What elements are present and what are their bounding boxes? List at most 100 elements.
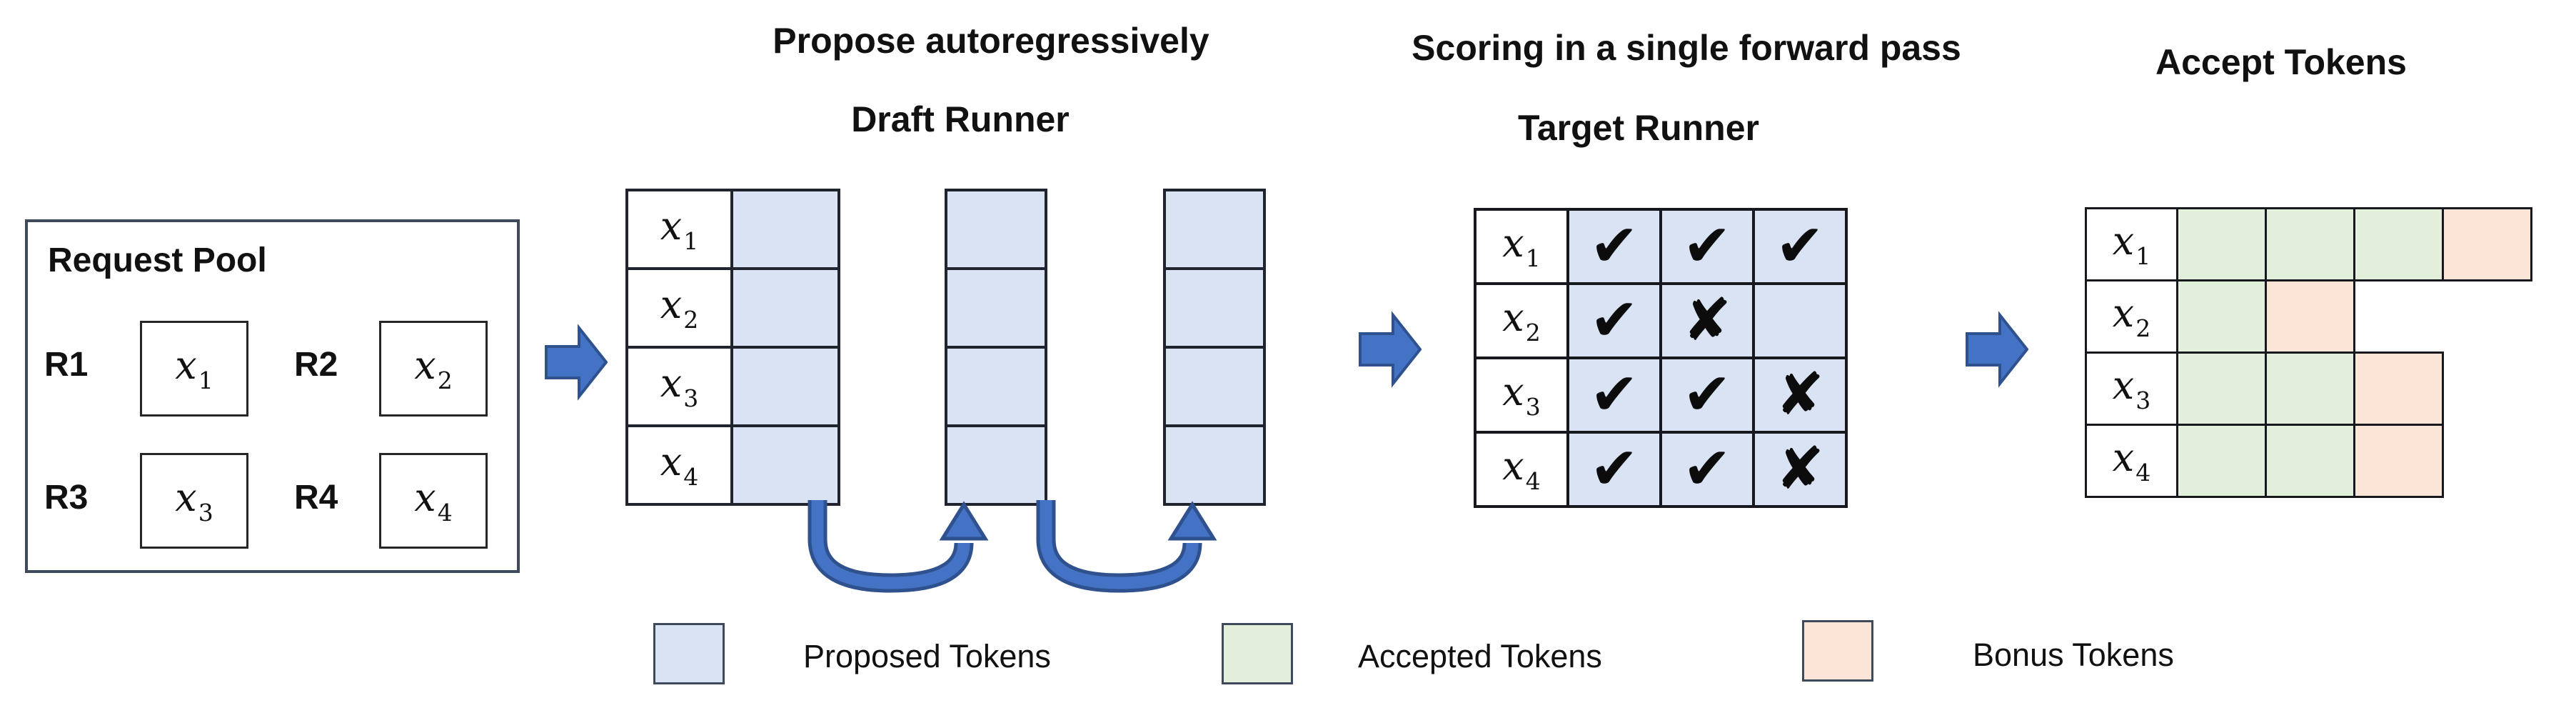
draft-step-table-3: [1163, 189, 1266, 506]
accept-tokens-title: Accept Tokens: [2155, 42, 2407, 82]
request-pool-title: Request Pool: [48, 241, 267, 279]
block-arrow-right-icon: [1359, 311, 1422, 388]
draft-caption: Propose autoregressively: [773, 21, 1209, 61]
request-id: R3: [44, 479, 89, 517]
token-label: x4: [414, 475, 453, 527]
prompt-token-box: x2: [379, 321, 488, 417]
accepted-token-cell: [2176, 279, 2267, 354]
accept-row: x3: [2085, 352, 2444, 426]
proposed-token-cell: [733, 427, 837, 503]
token-label: x3: [175, 475, 213, 527]
reject-cross-icon: ✘: [1662, 285, 1752, 357]
draft-row-label-cell: x4: [628, 427, 730, 503]
proposed-token-cell: [733, 349, 837, 424]
proposed-token-cell: [947, 270, 1045, 346]
target-runner-title: Target Runner: [1518, 108, 1759, 148]
flow-arrow-right-icon: [1359, 310, 1422, 392]
token-label: x4: [660, 439, 699, 491]
accepted-token-cell: [2265, 207, 2355, 281]
u-turn-up-arrow-icon: [785, 500, 992, 611]
accept-row-label-cell: x2: [2085, 279, 2178, 354]
proposed-token-cell: [1166, 191, 1263, 267]
proposed-token-cell: [947, 427, 1045, 503]
token-label: x1: [2112, 219, 2151, 270]
accepted-color-swatch: [1222, 623, 1293, 684]
token-label: x2: [1502, 295, 1541, 346]
accept-row-label-cell: x4: [2085, 424, 2178, 498]
bonus-token-cell: [2442, 207, 2532, 281]
target-row-label-cell: x2: [1476, 285, 1566, 357]
u-turn-up-arrow-icon: [1036, 500, 1217, 593]
block-arrow-right-icon: [545, 324, 608, 401]
accepted-token-cell: [2176, 352, 2267, 426]
target-row-label-cell: x4: [1476, 434, 1566, 505]
draft-runner-title: Draft Runner: [851, 99, 1070, 139]
accept-check-icon: ✔: [1569, 359, 1659, 431]
draft-step-table-2: [945, 189, 1047, 506]
target-row-label-cell: x3: [1476, 359, 1566, 431]
token-label: x3: [2112, 363, 2151, 414]
accepted-token-cell: [2353, 207, 2444, 281]
token-label: x1: [1502, 221, 1541, 272]
accept-check-icon: ✔: [1755, 211, 1845, 282]
accept-row-label-cell: x3: [2085, 352, 2178, 426]
accepted-token-cell: [2176, 424, 2267, 498]
accepted-token-cell: [2176, 207, 2267, 281]
token-label: x1: [660, 204, 699, 255]
proposed-token-cell: [733, 270, 837, 346]
u-turn-up-arrow-icon: [1014, 500, 1221, 611]
legend-label: Accepted Tokens: [1358, 638, 1602, 674]
accept-check-icon: ✔: [1662, 359, 1752, 431]
bonus-token-cell: [2265, 279, 2355, 354]
bonus-token-cell: [2353, 352, 2444, 426]
proposed-token-cell: [1166, 427, 1263, 503]
bonus-color-swatch: [1802, 620, 1873, 682]
accept-check-icon: ✔: [1569, 434, 1659, 505]
token-label: x1: [175, 343, 213, 394]
accept-check-icon: ✔: [1662, 434, 1752, 505]
token-label: x4: [2112, 435, 2151, 487]
proposed-token-cell: [1166, 349, 1263, 424]
reject-cross-icon: ✘: [1755, 434, 1845, 505]
prompt-token-box: x4: [379, 453, 488, 549]
token-label: x4: [1502, 444, 1541, 495]
draft-row-label-cell: x1: [628, 191, 730, 267]
token-label: x3: [660, 361, 699, 412]
u-turn-up-arrow-icon: [807, 500, 989, 593]
token-label: x2: [660, 282, 699, 334]
draft-row-label-cell: x3: [628, 349, 730, 424]
request-id: R2: [294, 346, 338, 384]
proposed-token-cell: [947, 349, 1045, 424]
draft-row-label-cell: x2: [628, 270, 730, 346]
request-id: R4: [294, 479, 338, 517]
bonus-token-cell: [2353, 424, 2444, 498]
target-row-label-cell: x1: [1476, 211, 1566, 282]
accepted-token-cell: [2265, 424, 2355, 498]
unscored-cell: [1755, 285, 1845, 357]
token-label: x3: [1502, 369, 1541, 421]
token-label: x2: [414, 343, 453, 394]
accepted-token-cell: [2265, 352, 2355, 426]
proposed-token-cell: [1166, 270, 1263, 346]
accept-check-icon: ✔: [1569, 211, 1659, 282]
proposed-color-swatch: [653, 623, 725, 684]
reject-cross-icon: ✘: [1755, 359, 1845, 431]
accept-check-icon: ✔: [1662, 211, 1752, 282]
request-id: R1: [44, 346, 89, 384]
target-runner-grid: x1✔✔✔x2✔✘x3✔✔✘x4✔✔✘: [1474, 208, 1848, 508]
accept-row-label-cell: x1: [2085, 207, 2178, 281]
prompt-token-box: x3: [140, 453, 248, 549]
token-label: x2: [2112, 291, 2151, 342]
proposed-token-cell: [947, 191, 1045, 267]
accept-check-icon: ✔: [1569, 285, 1659, 357]
accept-row: x4: [2085, 424, 2444, 498]
block-arrow-right-icon: [1966, 311, 2029, 388]
draft-step-table-1: x1 x2 x3 x4: [625, 189, 840, 506]
flow-arrow-right-icon: [1966, 310, 2029, 392]
legend-label: Proposed Tokens: [803, 638, 1051, 674]
target-caption: Scoring in a single forward pass: [1412, 28, 1961, 68]
flow-arrow-right-icon: [545, 323, 608, 405]
proposed-token-cell: [733, 191, 837, 267]
